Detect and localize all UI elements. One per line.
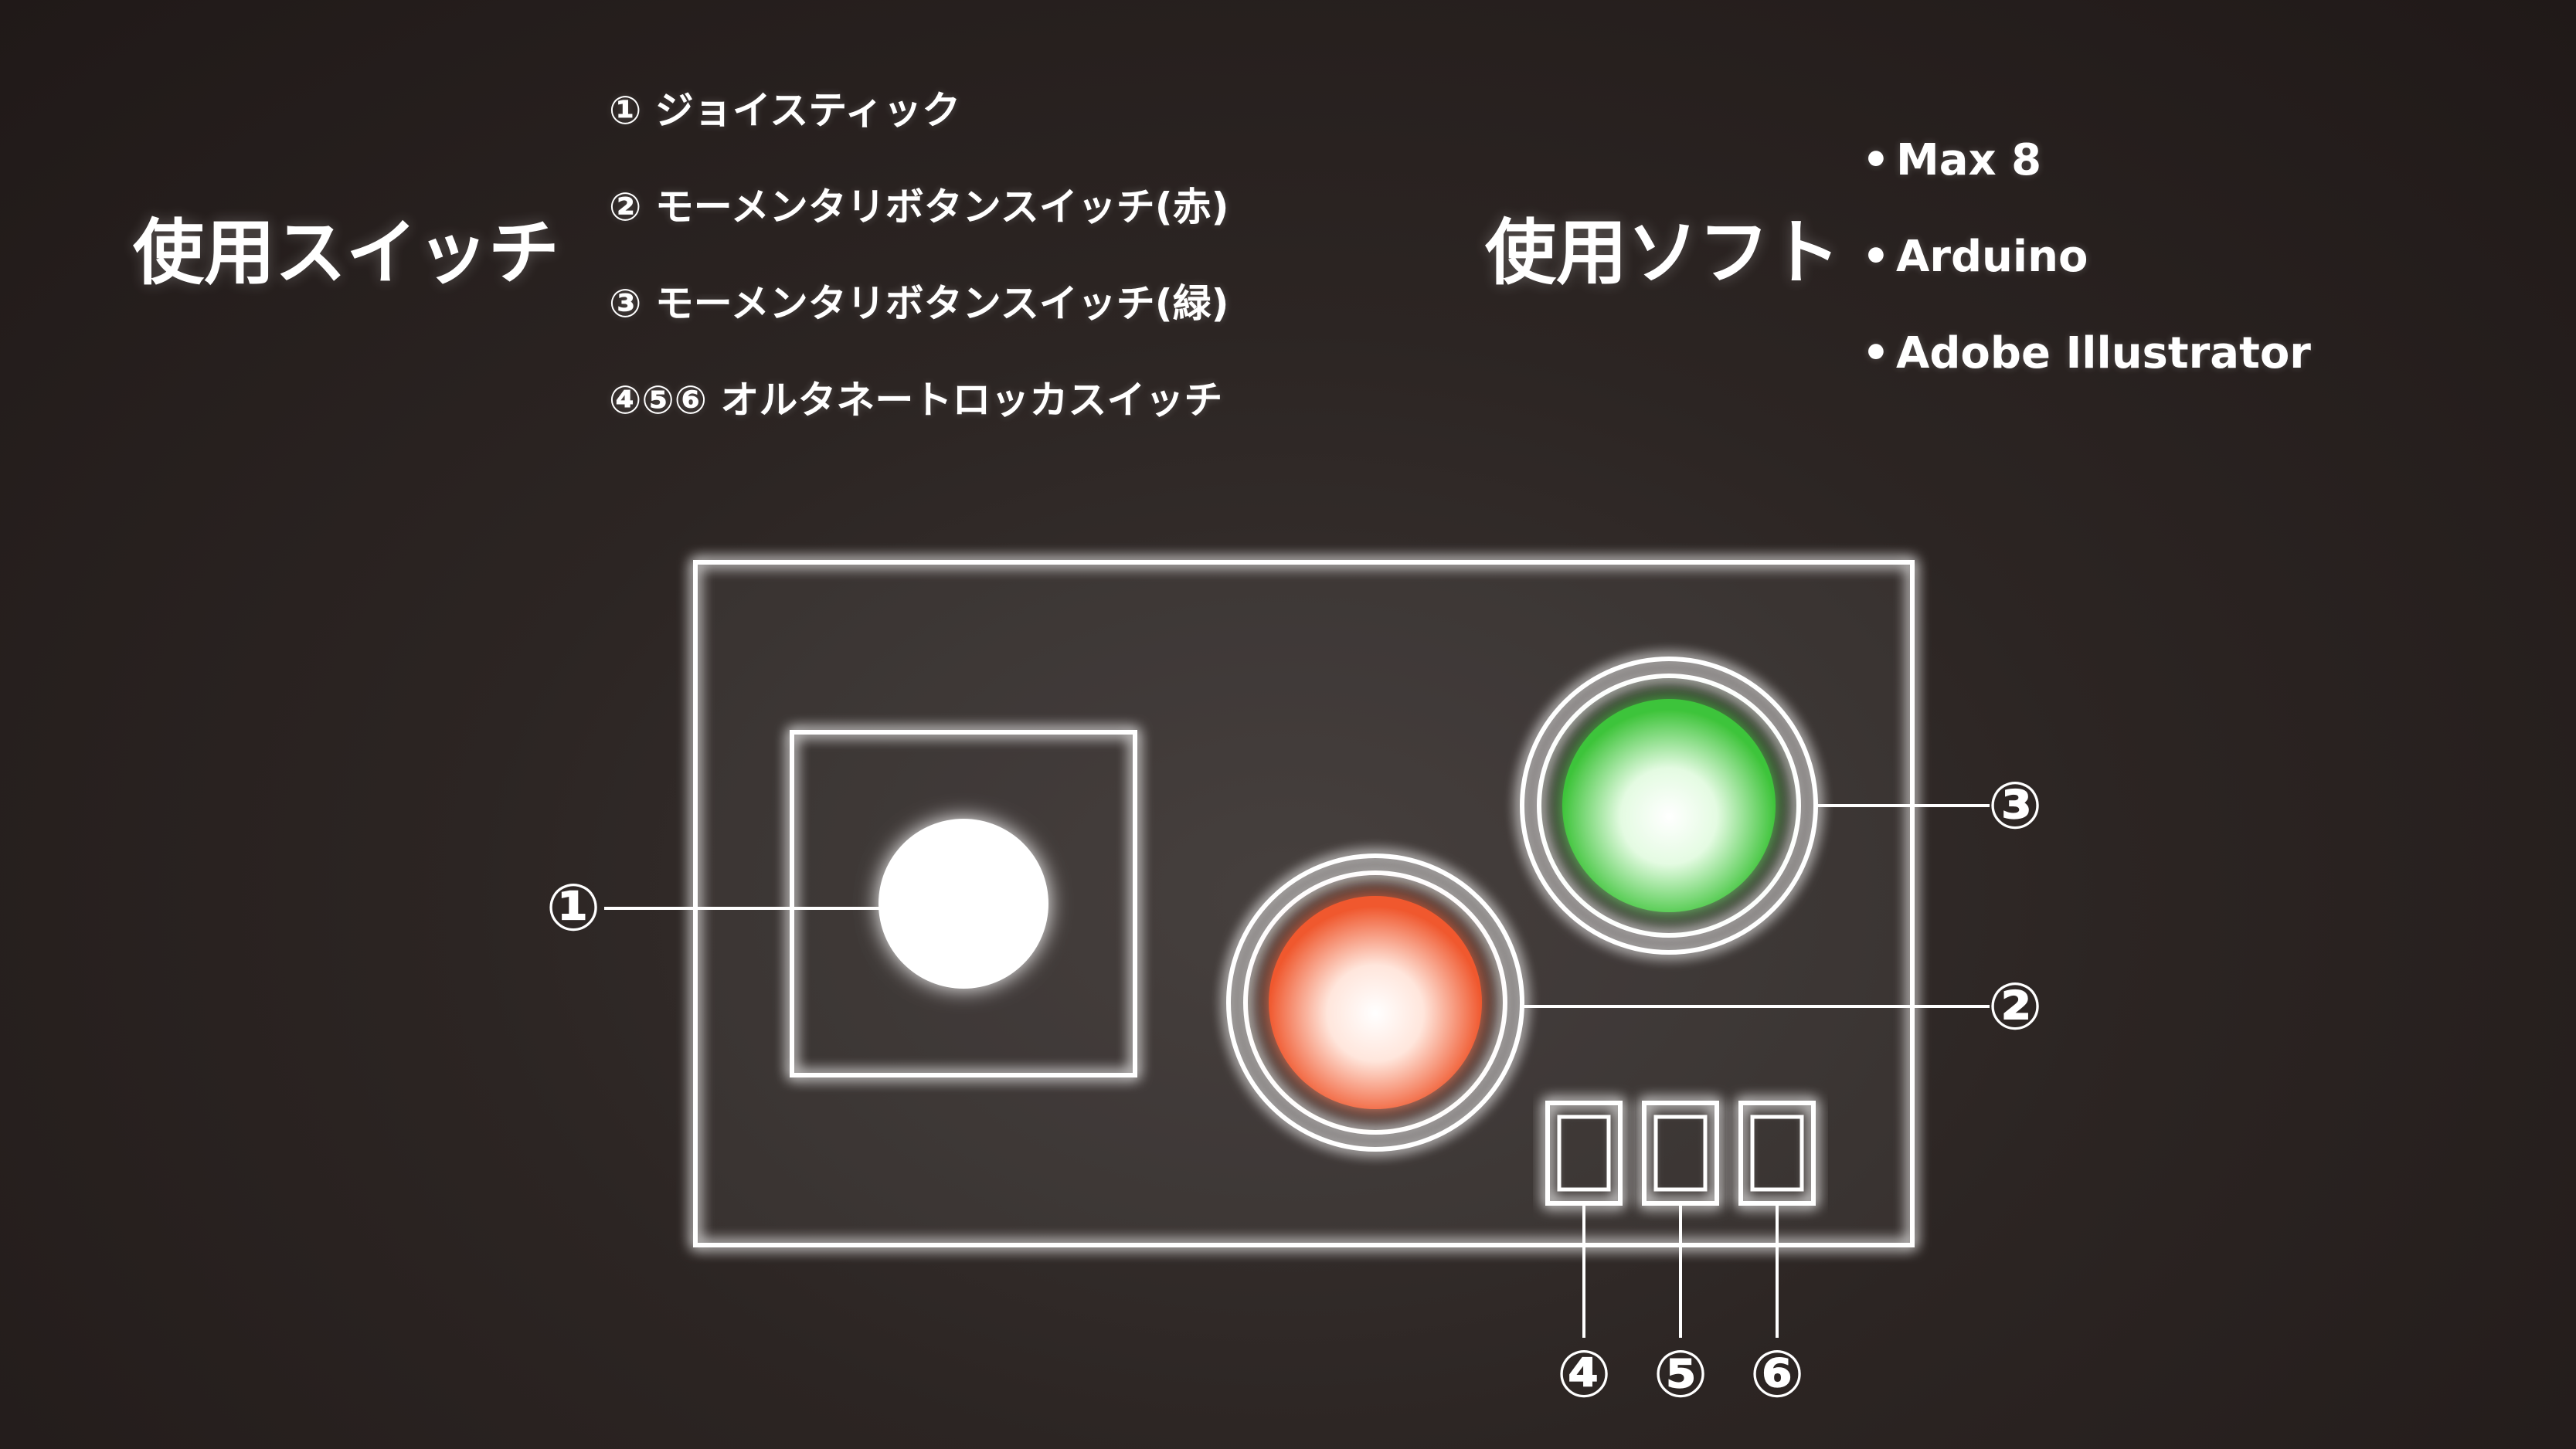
- software-name: Adobe Illustrator: [1896, 328, 2311, 378]
- switch-item-joystick: ① ジョイスティック: [609, 88, 961, 133]
- software-item-illustrator: •Adobe Illustrator: [1862, 332, 2311, 429]
- callout-rocker-6: ⑥: [1749, 1336, 1804, 1412]
- bullet-icon: •: [1862, 135, 1890, 185]
- green-button-outer-ring: [1520, 657, 1818, 955]
- green-button: [1562, 699, 1776, 912]
- callout-green-button: ③: [1987, 768, 2042, 843]
- software-list: •Max 8 •Arduino •Adobe Illustrator: [1862, 139, 2311, 429]
- enclosure-outline: [693, 560, 1915, 1247]
- software-heading: 使用ソフト: [1485, 212, 1841, 294]
- software-name: Max 8: [1896, 135, 2042, 185]
- red-button-inner-ring: [1243, 870, 1507, 1135]
- software-name: Arduino: [1896, 232, 2088, 282]
- switch-item-green-button: ③ モーメンタリボタンスイッチ(緑): [609, 281, 1229, 326]
- joystick-housing: [790, 730, 1137, 1077]
- switch-heading: 使用スイッチ: [133, 212, 560, 294]
- callout-rocker-4: ④: [1556, 1336, 1611, 1412]
- bullet-icon: •: [1862, 328, 1890, 378]
- callout-rocker-5: ⑤: [1653, 1336, 1708, 1412]
- switch-item-rocker-switches: ④⑤⑥ オルタネートロッカスイッチ: [609, 378, 1223, 422]
- software-item-max: •Max 8: [1862, 139, 2311, 236]
- software-item-arduino: •Arduino: [1862, 236, 2311, 332]
- bullet-icon: •: [1862, 232, 1890, 282]
- switch-list: ① ジョイスティック ② モーメンタリボタンスイッチ(赤) ③ モーメンタリボタ…: [609, 91, 1229, 477]
- callout-red-button: ②: [1987, 969, 2042, 1044]
- joystick-knob: [878, 819, 1048, 989]
- green-button-inner-ring: [1537, 674, 1801, 938]
- red-button: [1269, 896, 1482, 1109]
- red-button-outer-ring: [1226, 853, 1524, 1152]
- callout-joystick: ①: [545, 870, 600, 945]
- switch-item-red-button: ② モーメンタリボタンスイッチ(赤): [609, 185, 1229, 229]
